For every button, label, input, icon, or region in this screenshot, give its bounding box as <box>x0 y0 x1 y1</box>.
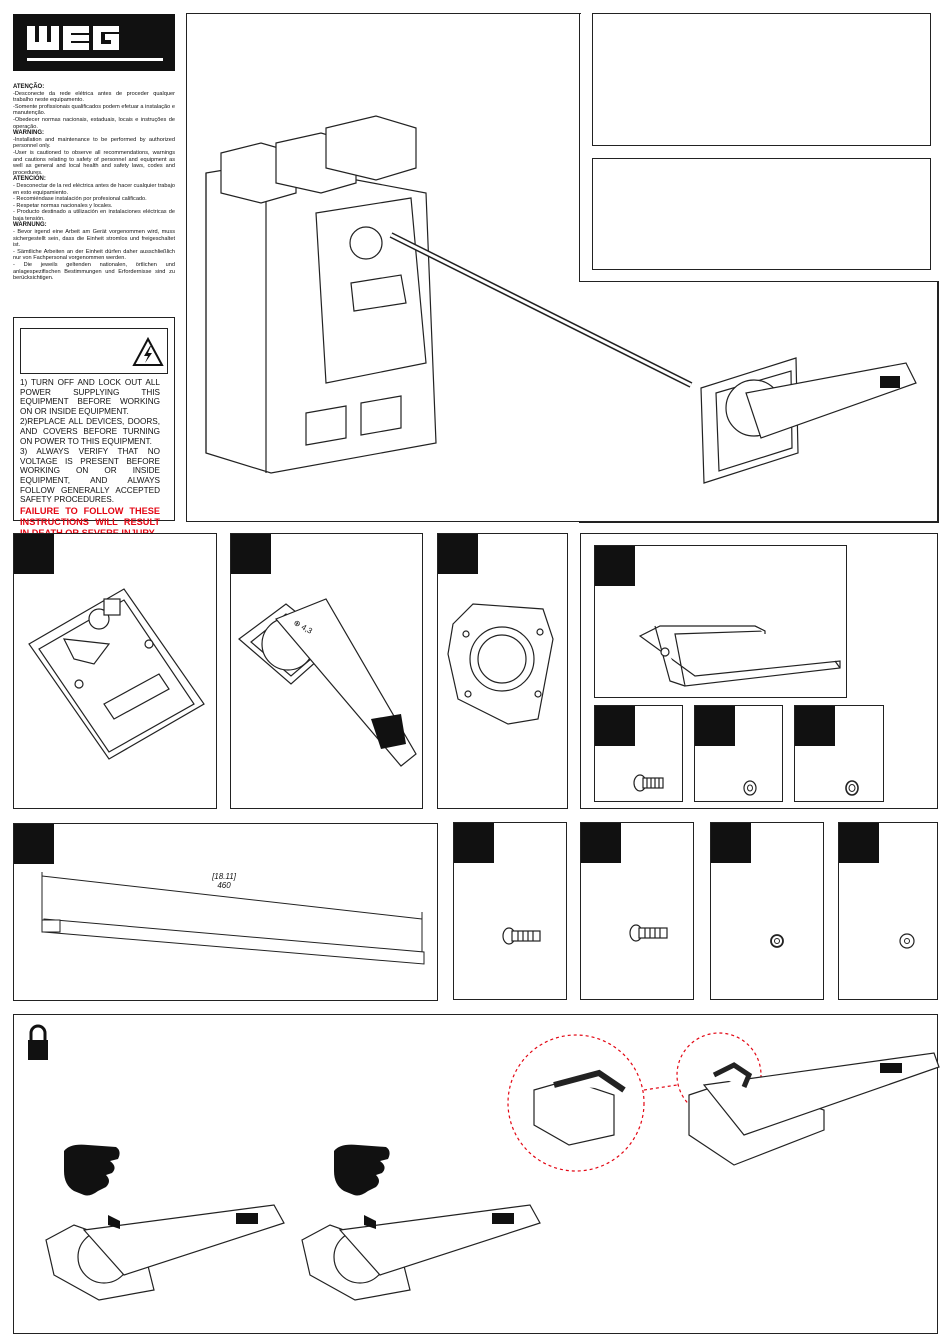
breaker-with-rotary-handle-drawing <box>205 115 917 484</box>
weg-logo <box>13 14 175 71</box>
high-voltage-icon <box>132 336 164 366</box>
danger-box <box>13 317 175 521</box>
rotary-handle-drawing <box>45 1204 285 1301</box>
warning-line: -Desconecte da rede elétrica antes de pr… <box>13 90 175 104</box>
warning-line: -Somente profissionais qualificados pode… <box>13 103 175 117</box>
warning-block-pt: ATENÇÃO: -Desconecte da rede elétrica an… <box>13 84 175 130</box>
extension-shaft-drawing <box>41 872 425 965</box>
lock-washer-subpanel <box>794 705 884 802</box>
pointing-hand-icon <box>64 1144 120 1196</box>
item-number-tag <box>454 823 494 863</box>
note-box-lower <box>592 158 931 270</box>
danger-header <box>20 328 168 374</box>
main-assembly-frame-bottom <box>186 521 938 522</box>
danger-consequence: FAILURE TO FOLLOW THESE INSTRUCTIONS WIL… <box>20 505 160 538</box>
warning-line: - Bevor irgend eine Arbeit am Gerät vorg… <box>13 229 175 249</box>
padlock-icon <box>28 1024 48 1060</box>
warning-heading: ATENCIÓN: <box>13 176 46 183</box>
component-panel-handle: ⊕ 4,3 <box>230 533 423 809</box>
main-assembly-frame-right <box>579 281 939 523</box>
item-number-tag <box>795 706 835 746</box>
screw-drawing <box>502 927 541 945</box>
door-escutcheon-drawing <box>447 603 554 725</box>
danger-item: 3) ALWAYS VERIFY THAT NO VOLTAGE IS PRES… <box>20 447 160 505</box>
washer-subpanel <box>694 705 783 802</box>
warning-heading: WARNING: <box>13 130 44 137</box>
flat-washer-drawing <box>743 780 757 796</box>
main-assembly-panel <box>186 13 939 523</box>
warning-line: - Die jeweils geltenden nationalen, örtl… <box>13 262 175 282</box>
item-number-tag <box>14 534 54 574</box>
bracket-subpanel <box>594 545 847 698</box>
warning-line: -User is cautioned to observe all recomm… <box>13 149 175 176</box>
screw-drawing <box>629 924 668 942</box>
component-panel-mechanism <box>13 533 217 809</box>
main-assembly-frame-left <box>186 13 187 522</box>
warning-block-en: WARNING: -Installation and maintenance t… <box>13 130 175 176</box>
dimension-inch: [18.11] <box>212 872 236 881</box>
weg-logo-mark <box>27 26 163 61</box>
warning-block-es: ATENCIÓN: - Desconectar de la red eléctr… <box>13 176 175 222</box>
component-panel-shaft: [18.11] 460 <box>13 823 438 1001</box>
item-number-tag <box>839 823 879 863</box>
danger-instructions: 1) TURN OFF AND LOCK OUT ALL POWER SUPPL… <box>20 378 160 539</box>
danger-item: 1) TURN OFF AND LOCK OUT ALL POWER SUPPL… <box>20 378 160 416</box>
warning-line: - Respetar normas nacionales y locales. <box>13 202 113 209</box>
lock-washer-drawing <box>845 780 859 796</box>
warning-heading: ATENÇÃO: <box>13 84 45 90</box>
item-number-tag <box>231 534 271 574</box>
danger-item: 2)REPLACE ALL DEVICES, DOORS, AND COVERS… <box>20 417 160 446</box>
component-panel-lock-washer <box>710 822 824 1000</box>
warning-heading: WARNUNG: <box>13 222 47 229</box>
component-panel-flat-washer <box>838 822 938 1000</box>
warning-line: - Desconectar de la red eléctrica antes … <box>13 182 175 196</box>
warning-line: - Producto destinado a utilización en in… <box>13 209 175 222</box>
lock-washer-drawing <box>770 934 784 948</box>
pointing-hand-icon <box>334 1144 390 1196</box>
note-box-upper <box>592 13 931 146</box>
item-number-tag <box>595 706 635 746</box>
flat-washer-drawing <box>899 933 915 949</box>
component-panel-screw-a <box>453 822 567 1000</box>
support-bracket-drawing <box>638 625 841 687</box>
rotary-handle-drawing: ⊕ 4,3 <box>238 598 417 767</box>
screw-subpanel <box>594 705 683 802</box>
component-panel-bracket-hardware <box>580 533 938 809</box>
main-assembly-frame-mid2 <box>579 281 938 282</box>
padlock-operation-panel <box>13 1014 940 1334</box>
item-number-tag <box>14 824 54 864</box>
item-number-tag <box>581 823 621 863</box>
component-panel-escutcheon <box>437 533 568 809</box>
dimension-mm: 460 <box>217 881 231 890</box>
rotary-handle-drawing <box>301 1204 541 1301</box>
warning-line: -Obedecer normas nacionais, estaduais, l… <box>13 116 175 130</box>
item-number-tag <box>695 706 735 746</box>
main-assembly-frame-right2 <box>937 281 938 522</box>
screw-drawing <box>633 774 664 792</box>
shaft-length-dimension: [18.11] 460 <box>204 872 244 890</box>
mechanism-plate-drawing <box>28 588 205 760</box>
item-number-tag <box>438 534 478 574</box>
main-assembly-frame-mid <box>579 13 580 282</box>
warning-line: - Sämtliche Arbeiten an der Einheit dürf… <box>13 248 175 262</box>
multilingual-warnings: ATENÇÃO: -Desconecte da rede elétrica an… <box>13 84 175 282</box>
item-number-tag <box>595 546 635 586</box>
item-number-tag <box>711 823 751 863</box>
padlock-detail-drawing <box>507 1032 940 1172</box>
component-panel-screw-b <box>580 822 694 1000</box>
warning-line: -Installation and maintenance to be perf… <box>13 136 175 150</box>
warning-line: - Recomiéndase instalación por profesion… <box>13 196 147 203</box>
warning-block-de: WARNUNG: - Bevor irgend eine Arbeit am G… <box>13 222 175 281</box>
